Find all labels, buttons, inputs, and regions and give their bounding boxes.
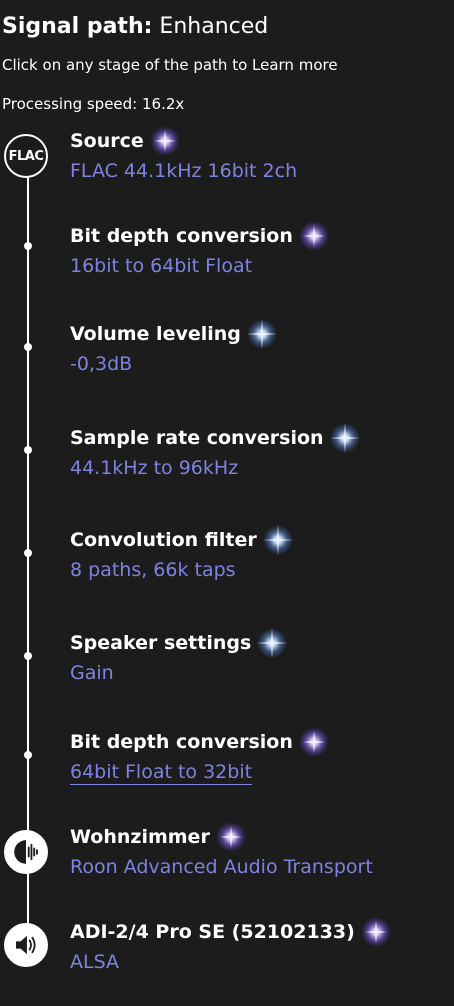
blue-star-icon [329, 423, 360, 453]
purple-sparkle-icon [215, 822, 246, 852]
title-value: Enhanced [159, 14, 269, 39]
purple-sparkle-icon [298, 727, 329, 757]
stage-detail: Gain [70, 662, 114, 684]
stage-dot [24, 751, 32, 759]
subtitle: Click on any stage of the path to Learn … [2, 56, 338, 74]
stage-title: Volume leveling [70, 323, 241, 345]
stage-title: Convolution filter [70, 529, 257, 551]
stage-detail: ALSA [70, 951, 119, 973]
stage-detail: 8 paths, 66k taps [70, 559, 236, 581]
blue-star-icon [257, 628, 288, 658]
stage-dot [24, 446, 32, 454]
purple-sparkle-icon [149, 126, 180, 156]
stage-dot [24, 652, 32, 660]
stage-title: Sample rate conversion [70, 427, 324, 449]
signal-path-line [27, 152, 29, 942]
processing-speed: Processing speed: 16.2x [2, 95, 185, 113]
stage-dot [24, 549, 32, 557]
stage-detail: -0,3dB [70, 353, 133, 375]
title-label: Signal path: [2, 14, 153, 39]
stage-title: Speaker settings [70, 632, 252, 654]
blue-star-icon [246, 319, 277, 349]
stage-detail: 16bit to 64bit Float [70, 255, 253, 277]
stage-source[interactable]: Source FLAC 44.1kHz 16bit 2ch [70, 126, 298, 182]
stage-detail: Roon Advanced Audio Transport [70, 856, 373, 878]
blue-star-icon [262, 525, 293, 555]
stage-title: Bit depth conversion [70, 225, 293, 247]
stage-bit-depth-conversion-output[interactable]: Bit depth conversion 64bit Float to 32bi… [70, 727, 331, 785]
stage-sample-rate-conversion[interactable]: Sample rate conversion 44.1kHz to 96kHz [70, 423, 362, 479]
stage-detail-link[interactable]: 64bit Float to 32bit [70, 761, 253, 785]
stage-title: Bit depth conversion [70, 731, 293, 753]
stage-detail: FLAC 44.1kHz 16bit 2ch [70, 160, 298, 182]
stage-dot [24, 343, 32, 351]
purple-sparkle-icon [360, 917, 391, 947]
purple-sparkle-icon [298, 221, 329, 251]
stage-title: Wohnzimmer [70, 826, 210, 848]
stage-title: Source [70, 130, 144, 152]
stage-output-device[interactable]: ADI-2/4 Pro SE (52102133) ALSA [70, 917, 393, 973]
stage-volume-leveling[interactable]: Volume leveling -0,3dB [70, 319, 279, 375]
stage-dot [24, 242, 32, 250]
page-title: Signal path: Enhanced [2, 14, 268, 39]
stage-title: ADI-2/4 Pro SE (52102133) [70, 921, 355, 943]
stage-detail: 44.1kHz to 96kHz [70, 457, 239, 479]
stage-bit-depth-conversion[interactable]: Bit depth conversion 16bit to 64bit Floa… [70, 221, 331, 277]
speaker-icon[interactable] [4, 923, 48, 967]
roon-ready-icon[interactable] [4, 830, 48, 874]
stage-wohnzimmer[interactable]: Wohnzimmer Roon Advanced Audio Transport [70, 822, 373, 878]
stage-convolution-filter[interactable]: Convolution filter 8 paths, 66k taps [70, 525, 295, 581]
flac-source-node[interactable]: FLAC [4, 134, 48, 178]
stage-speaker-settings[interactable]: Speaker settings Gain [70, 628, 289, 684]
